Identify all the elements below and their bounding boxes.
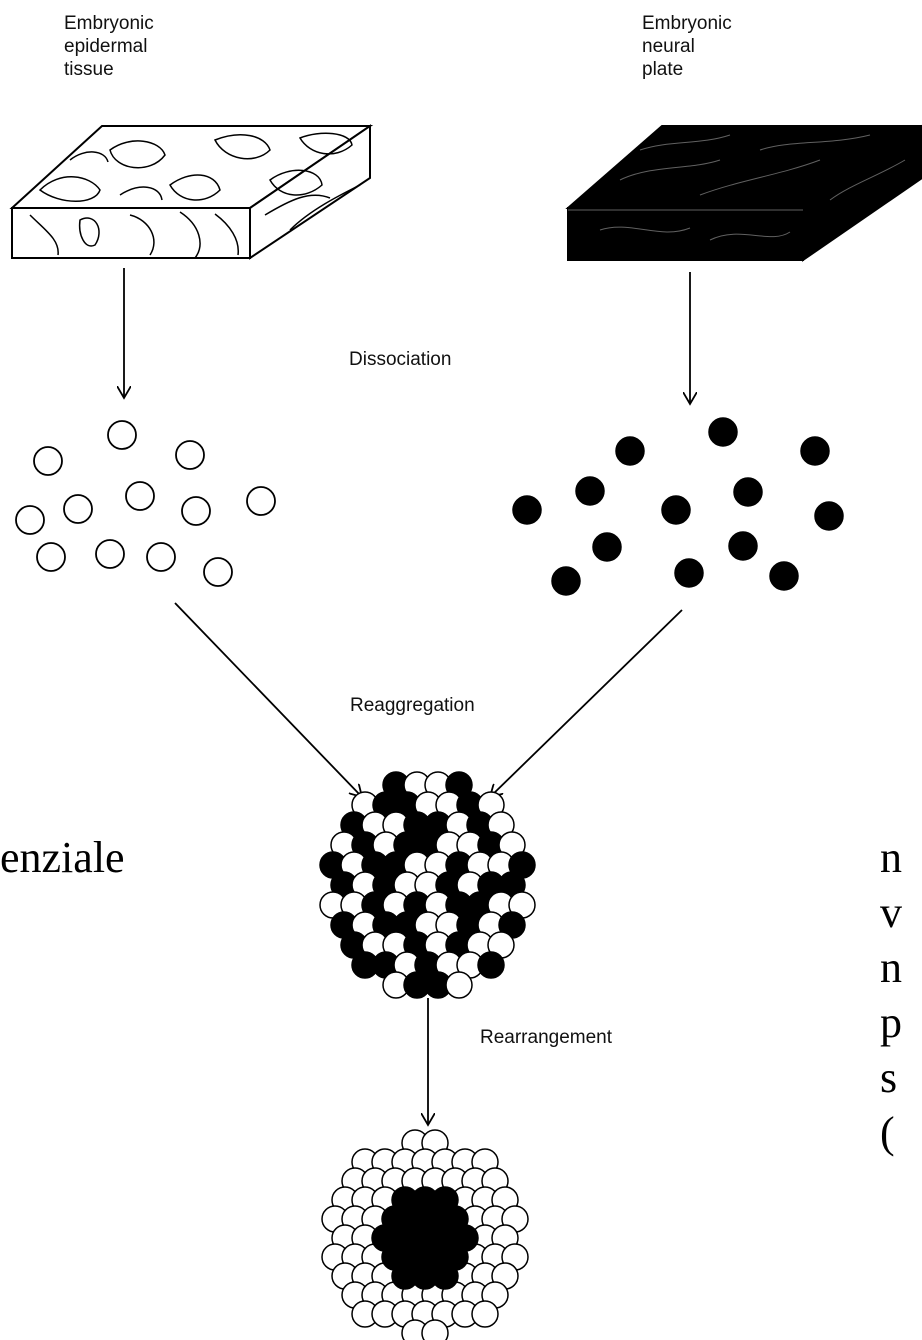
epidermal-tissue-block (9, 124, 374, 260)
neural-label-line-1: Embryonic (642, 13, 732, 34)
arrow-epidermal-reaggregation (174, 602, 362, 797)
dissociated-neural-cells (512, 417, 844, 596)
right-fragment-2: v (880, 888, 902, 937)
dissociation-label: Dissociation (349, 349, 452, 370)
right-fragment-5: s (880, 1053, 898, 1102)
reaggregated-cluster (319, 771, 536, 999)
neural-plate-label: Embryonic neural plate (642, 12, 732, 81)
right-fragment-1: n (880, 833, 902, 882)
neural-label-line-2: neural (642, 36, 695, 57)
mixed-cell (477, 951, 505, 979)
epidermal-label-line-2: epidermal (64, 36, 148, 57)
epidermal-tissue-label: Embryonic epidermal tissue (64, 12, 154, 81)
sorted-inner-cell (431, 1262, 459, 1290)
sorted-outer-cell (471, 1300, 499, 1328)
epidermal-label-line-3: tissue (64, 59, 114, 80)
dissociated-epidermal-cells (15, 420, 276, 587)
mixed-cell (445, 971, 473, 999)
right-fragment-4: p (880, 998, 902, 1047)
sorted-cluster (321, 1129, 529, 1340)
sorted-outer-cell (421, 1319, 449, 1340)
reaggregation-label: Reaggregation (350, 695, 475, 716)
right-fragment-6: ( (880, 1108, 895, 1157)
epidermal-label-line-1: Embryonic (64, 13, 154, 34)
neural-plate-block (565, 124, 922, 262)
arrows (124, 268, 690, 1125)
right-fragment-3: n (880, 943, 902, 992)
arrow-neural-reaggregation (490, 609, 683, 797)
left-text-fragment: enziale (0, 833, 125, 882)
right-text-fragments: n v n p s ( (880, 830, 902, 1160)
rearrangement-label: Rearrangement (480, 1027, 613, 1048)
neural-label-line-3: plate (642, 59, 684, 80)
